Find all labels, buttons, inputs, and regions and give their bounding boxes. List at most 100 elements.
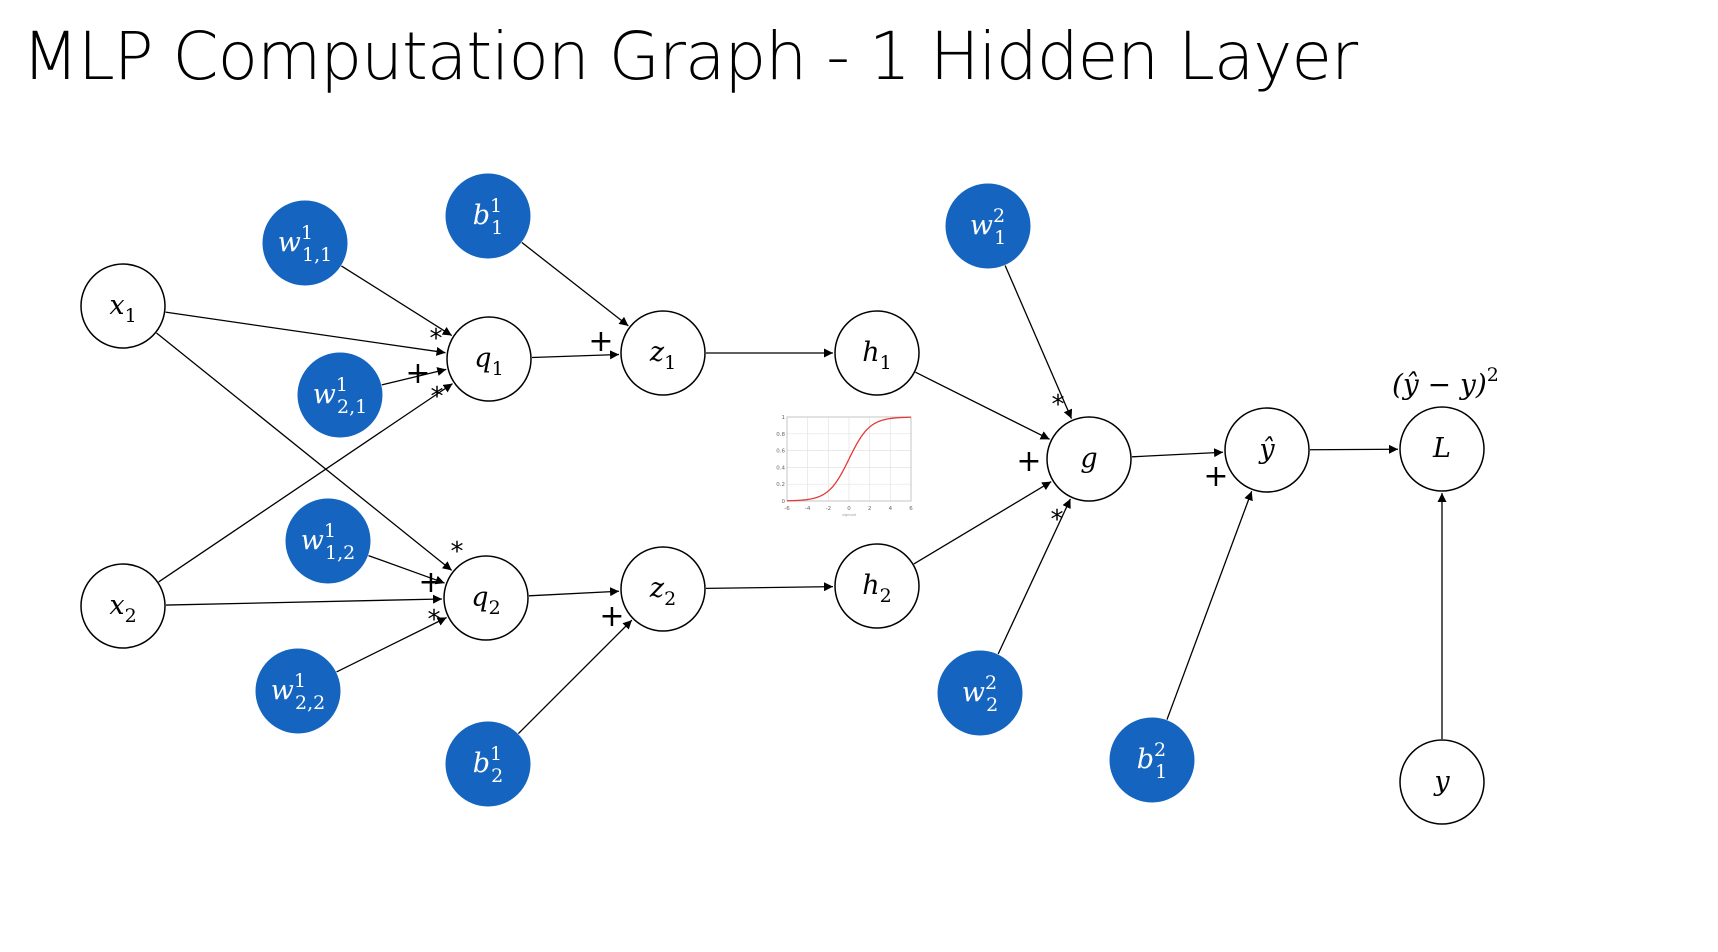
node-g: g — [1046, 416, 1132, 502]
op-g-plus: + — [1016, 444, 1041, 479]
node-w22-circle — [937, 650, 1023, 736]
sigmoid-y-tick-label: 0.2 — [776, 482, 785, 488]
node-b21-circle — [445, 721, 531, 807]
loss-formula: (ŷ − y)2 — [1392, 364, 1499, 401]
op-q1-times-bottom: * — [431, 382, 444, 412]
edge-q1-to-z1 — [531, 350, 620, 360]
node-h2: h2 — [834, 543, 920, 629]
sigmoid-y-tick-label: 0.8 — [776, 432, 785, 438]
edge-b21-to-z2 — [517, 619, 633, 735]
node-y: y — [1399, 739, 1485, 825]
edge-x2-to-q2 — [165, 594, 443, 606]
node-q2-label: q2 — [471, 582, 500, 619]
node-g-label: g — [1080, 443, 1097, 474]
sigmoid-y-tick-label: 1 — [782, 415, 786, 421]
loss-formula-layer: (ŷ − y)2 — [1392, 364, 1499, 401]
op-q2-plus: + — [418, 565, 443, 600]
node-w112-circle — [285, 498, 371, 584]
node-h2-circle — [834, 543, 920, 629]
node-yhat-circle — [1224, 407, 1310, 493]
op-g-times-bottom: * — [1051, 505, 1064, 535]
op-z2-plus: + — [599, 599, 624, 634]
edge-w12-to-g — [1004, 265, 1073, 419]
sigmoid-x-tick-label: 4 — [889, 506, 893, 512]
edge-yhat-to-L — [1309, 444, 1399, 454]
edge-x2-to-q1 — [158, 383, 453, 583]
op-z1-plus: + — [588, 324, 613, 359]
edge-x1-to-q2 — [156, 332, 453, 571]
node-y-circle — [1399, 739, 1485, 825]
edge-h2-to-g — [913, 481, 1052, 565]
node-q2: q2 — [443, 555, 529, 641]
edge-q2-to-z2 — [528, 587, 620, 597]
node-z2-circle — [620, 546, 706, 632]
node-x1: x1 — [80, 263, 166, 349]
op-q2-times-top: * — [451, 537, 464, 567]
node-w121-circle — [297, 352, 383, 438]
edge-w112-to-q2 — [368, 554, 445, 585]
slide-title: MLP Computation Graph - 1 Hidden Layer — [22, 18, 1358, 95]
node-h1-circle — [834, 310, 920, 396]
node-w122-circle — [255, 648, 341, 734]
node-q2-circle — [443, 555, 529, 641]
node-L-label: L — [1432, 433, 1451, 464]
node-z1-label: z1 — [649, 337, 676, 374]
node-b12-circle — [1109, 717, 1195, 803]
edge-h1-to-g — [915, 371, 1050, 440]
edge-g-to-yhat — [1131, 448, 1224, 458]
sigmoid-plot-background — [781, 415, 915, 513]
node-L: L — [1399, 406, 1485, 492]
node-q1-circle — [446, 316, 532, 402]
node-z2: z2 — [620, 546, 706, 632]
node-h2-label: h2 — [862, 570, 891, 607]
node-yhat-label: ŷ — [1258, 434, 1275, 465]
node-yhat: ŷ — [1224, 407, 1310, 493]
sigmoid-x-tick-label: -4 — [805, 506, 811, 512]
node-x2: x2 — [80, 563, 166, 649]
op-g-times-top: * — [1052, 390, 1065, 420]
sigmoid-x-tick-label: 6 — [909, 506, 913, 512]
node-x2-label: x2 — [109, 590, 136, 627]
edge-w111-to-q1 — [341, 265, 453, 337]
sigmoid-caption: sigmoid — [842, 513, 856, 517]
node-L-circle — [1399, 406, 1485, 492]
op-q1-times-top: * — [430, 324, 443, 354]
node-g-circle — [1046, 416, 1132, 502]
edges-layer — [156, 241, 1447, 739]
op-q2-times-bottom: * — [428, 605, 441, 635]
node-h1: h1 — [834, 310, 920, 396]
edge-b11-to-z1 — [521, 241, 629, 327]
sigmoid-plot-frame — [786, 416, 912, 502]
node-x1-label: x1 — [109, 290, 136, 327]
node-w12-circle — [945, 183, 1031, 269]
sigmoid-curve — [786, 416, 912, 502]
edge-w121-to-q1 — [381, 367, 447, 386]
sigmoid-x-tick-label: 2 — [868, 506, 872, 512]
sigmoid-x-tick-label: -2 — [826, 506, 831, 512]
sigmoid-y-tick-label: 0.4 — [776, 465, 785, 471]
node-z2-label: z2 — [649, 573, 676, 610]
node-z1-circle — [620, 310, 706, 396]
node-x1-circle — [80, 263, 166, 349]
edge-w22-to-g — [997, 498, 1072, 655]
node-z1: z1 — [620, 310, 706, 396]
node-h1-label: h1 — [862, 337, 891, 374]
sigmoid-y-tick-label: 0.6 — [776, 449, 785, 455]
